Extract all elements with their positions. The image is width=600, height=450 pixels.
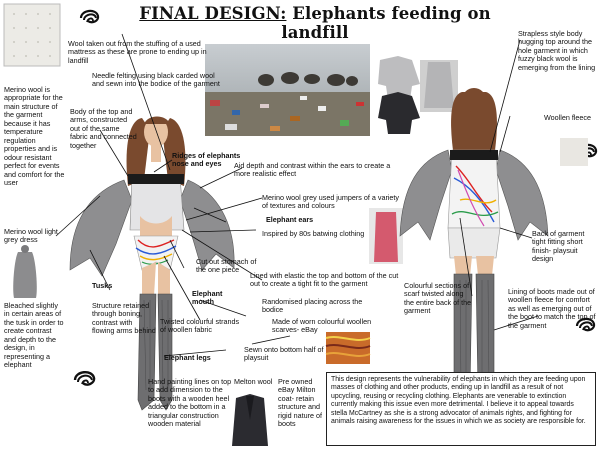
coat-photo xyxy=(232,394,268,446)
note-worn-scarves: Made of worn colourful woollen scarves- … xyxy=(272,317,372,335)
grey-dress-photo xyxy=(13,245,37,298)
landfill-photo xyxy=(205,44,370,136)
note-elephant-mouth: Elephant mouth xyxy=(192,289,223,307)
note-bleached: Bleached slightly in certain areas of th… xyxy=(4,301,64,370)
pink-fabric-photo xyxy=(369,208,403,264)
annotation-arrows xyxy=(55,33,539,357)
back-figure-illustration xyxy=(399,88,549,401)
note-needle-felting: Needle felting using black carded wool a… xyxy=(92,71,220,89)
note-lining-boots: Lining of boots made out of woollen flee… xyxy=(508,287,596,330)
note-cut-out: Cut out stomach of the one piece xyxy=(196,257,257,275)
note-tusks: Tusks xyxy=(92,281,113,290)
note-structure-boning: Structure retained through boning, contr… xyxy=(92,301,156,336)
page-title: FINAL DESIGN: Elephants feeding on landf… xyxy=(120,4,510,42)
title-rest: Elephants feeding on landfill xyxy=(281,4,491,42)
note-strapless: Strapless style body hugging top around … xyxy=(518,29,596,72)
note-batwing: Inspired by 80s batwing clothing xyxy=(262,229,365,238)
mattress-photo xyxy=(3,3,61,67)
woolmark-icon xyxy=(73,371,96,386)
note-woollen-fleece: Woollen fleece xyxy=(544,113,592,122)
note-elephant-legs: Elephant legs xyxy=(164,353,211,362)
jumper-photo-light xyxy=(378,56,420,100)
note-colourful-sections: Colourful sections of scarf twisted alon… xyxy=(404,281,472,316)
note-twisted-strands: Twisted colourful strands of woollen fab… xyxy=(160,317,240,335)
note-merino-dress: Merino wool light grey dress xyxy=(4,227,58,245)
note-aid-depth: Aid depth and contrast within the ears t… xyxy=(234,161,391,179)
fleece-photo xyxy=(560,138,588,166)
woolmark-icon xyxy=(575,317,596,332)
note-melton-wool: Melton wool xyxy=(234,377,273,386)
note-back-garment: Back of garment tight fitting short fini… xyxy=(532,229,585,264)
note-merino-main: Merino wool is appropriate for the main … xyxy=(4,85,65,188)
note-elephant-ears: Elephant ears xyxy=(266,215,314,224)
note-mattress: Wool taken out from the stuffing of a us… xyxy=(68,39,207,65)
design-summary-box: This design represents the vulnerability… xyxy=(326,372,596,446)
jumper-photo-dark xyxy=(378,92,420,134)
cardigan-photo xyxy=(420,60,458,112)
front-figure-illustration xyxy=(69,116,235,411)
note-preowned-coat: Pre owned eBay Milton coat- retain struc… xyxy=(278,377,322,429)
note-body-arms: Body of the top and arms, constructed ou… xyxy=(70,107,137,150)
woolmark-icon xyxy=(79,9,100,24)
note-ridges: Ridges of elephants nose and eyes xyxy=(172,151,241,169)
note-hand-painting: Hand painting lines on top to add dimens… xyxy=(148,377,232,429)
scarf-photo xyxy=(325,332,371,364)
title-prefix: FINAL DESIGN: xyxy=(139,4,287,23)
note-merino-jumpers: Merino wool grey used jumpers of a varie… xyxy=(262,193,400,211)
note-randomised: Randomised placing across the bodice xyxy=(262,297,363,315)
note-elastic: Lined with elastic the top and bottom of… xyxy=(250,271,399,289)
note-sewn-bottom: Sewn onto bottom half of playsuit xyxy=(244,345,324,363)
